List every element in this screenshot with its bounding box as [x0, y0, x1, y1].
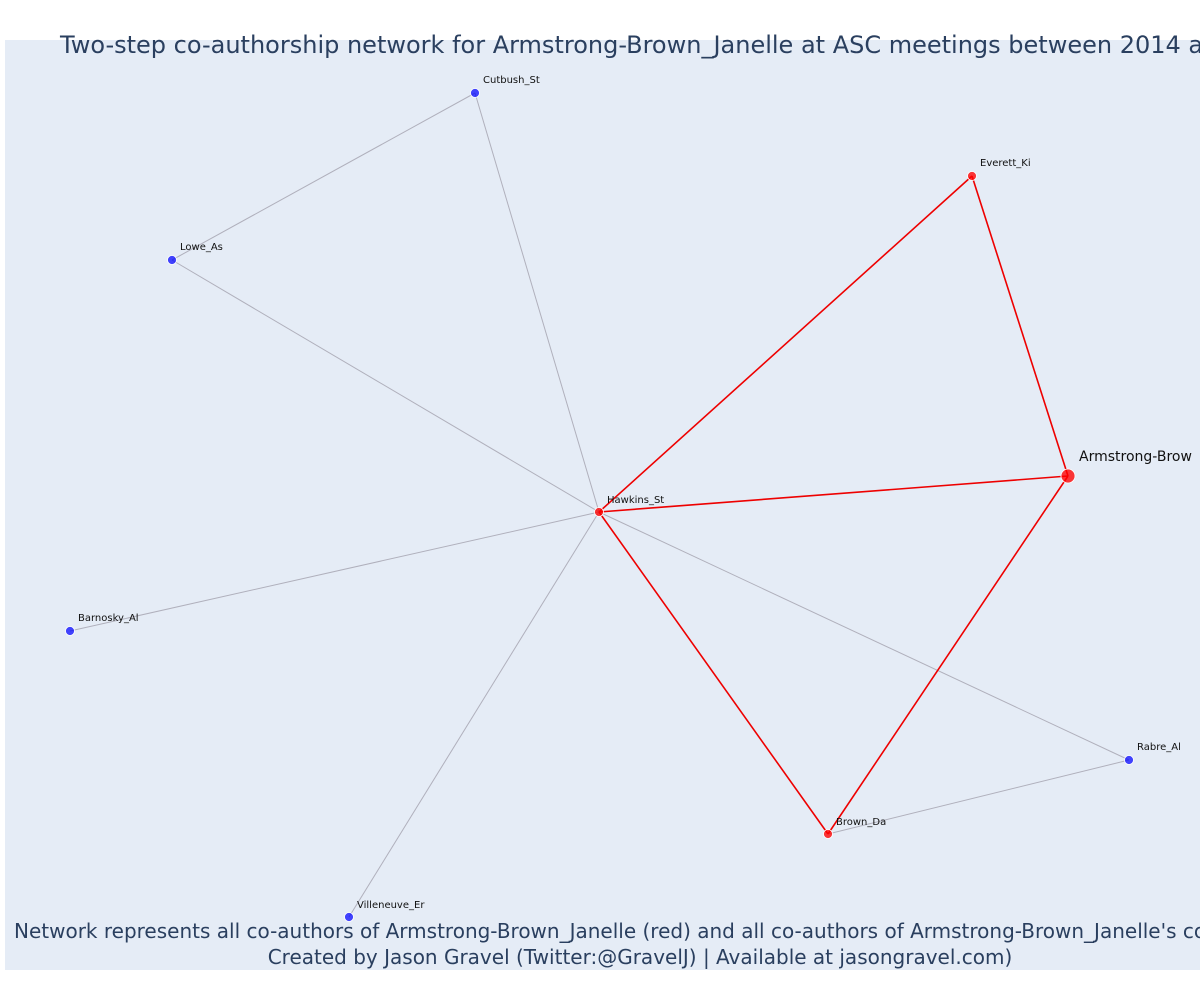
node-brown[interactable] [823, 829, 833, 839]
edge-hawkins-armstrong [598, 475, 1069, 513]
node-barnosky[interactable] [65, 626, 75, 636]
node-rabre[interactable] [1124, 755, 1134, 765]
caption-line-1: Network represents all co-authors of Arm… [14, 919, 1200, 943]
caption-line-2: Created by Jason Gravel (Twitter:@Gravel… [268, 945, 1013, 969]
node-label-brown: Brown_Da [836, 817, 886, 828]
node-label-rabre: Rabre_Al [1137, 742, 1181, 753]
edges-layer [69, 92, 1130, 918]
node-armstrong[interactable] [1060, 468, 1076, 484]
edge-hawkins-rabre [598, 511, 1130, 761]
edge-lowe-cutbush [171, 92, 476, 261]
labels-layer: Armstrong-Brow Everett_KiHawkins_StBrown_… [78, 75, 1192, 911]
edge-hawkins-everett [598, 175, 973, 513]
node-label-cutbush: Cutbush_St [483, 75, 540, 86]
chart-title: Two-step co-authorship network for Armst… [59, 31, 1200, 59]
edge-barnosky-hawkins [69, 511, 600, 632]
node-label-hawkins: Hawkins_St [607, 495, 664, 506]
node-everett[interactable] [967, 171, 977, 181]
edge-lowe-hawkins [171, 259, 600, 513]
node-label-lowe: Lowe_As [180, 242, 223, 253]
edge-brown-armstrong [827, 475, 1069, 835]
node-lowe[interactable] [167, 255, 177, 265]
node-cutbush[interactable] [470, 88, 480, 98]
node-hawkins[interactable] [594, 507, 604, 517]
node-label-armstrong: Armstrong-Brow [1079, 449, 1192, 465]
node-label-everett: Everett_Ki [980, 158, 1031, 169]
edge-brown-rabre [827, 759, 1130, 835]
plot-background [5, 40, 1200, 970]
node-villeneuve[interactable] [344, 912, 354, 922]
nodes-layer [65, 88, 1134, 922]
edge-villeneuve-hawkins [348, 511, 600, 918]
node-label-barnosky: Barnosky_Al [78, 613, 139, 624]
edge-hawkins-brown [598, 511, 829, 835]
edge-everett-armstrong [971, 175, 1069, 477]
node-label-villeneuve: Villeneuve_Er [357, 900, 425, 911]
edge-cutbush-hawkins [474, 92, 600, 513]
